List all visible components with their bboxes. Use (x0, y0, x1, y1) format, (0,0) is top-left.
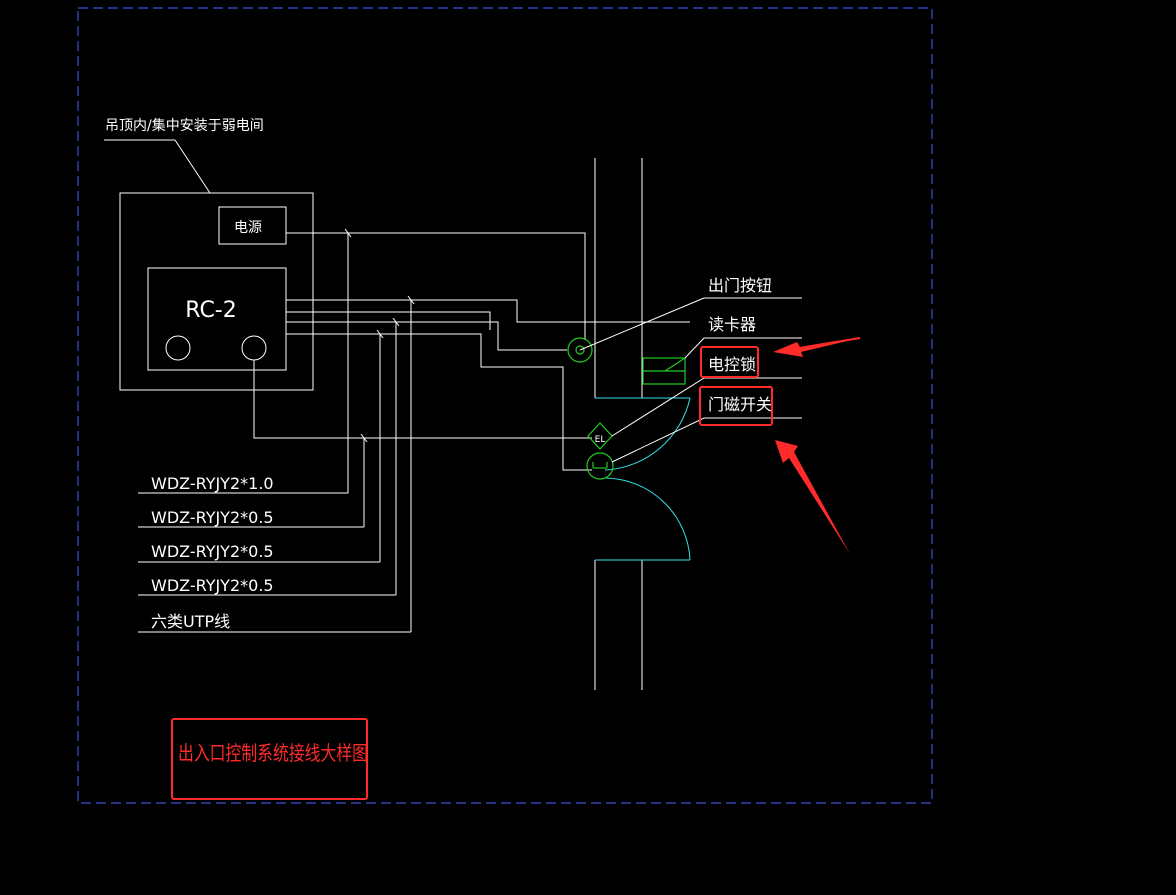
controller-label: RC-2 (185, 298, 237, 323)
wiring-lines (138, 228, 690, 633)
card-reader-symbol (642, 357, 686, 385)
controller-box (147, 267, 287, 371)
cable-label-4: WDZ-RYJY2*0.5 (151, 576, 274, 595)
drawing-title: 出入口控制系统接线大样图 (178, 741, 368, 765)
power-box (218, 206, 287, 245)
power-label: 电源 (234, 220, 262, 236)
arrow-to-door-contact (775, 440, 850, 554)
cable-label-2: WDZ-RYJY2*0.5 (151, 508, 274, 527)
install-note-leader (104, 139, 211, 194)
exit-button-label: 出门按钮 (708, 276, 772, 295)
door-swing (595, 397, 691, 561)
install-note: 吊顶内/集中安装于弱电间 (105, 117, 264, 134)
control-box (119, 192, 314, 391)
door-contact-label: 门磁开关 (708, 395, 772, 414)
exit-button-symbol (567, 337, 593, 363)
cable-label-3: WDZ-RYJY2*0.5 (151, 542, 274, 561)
card-reader-label: 读卡器 (708, 315, 756, 334)
controller-terminal-left (165, 335, 191, 361)
lock-symbol-label: EL (595, 435, 606, 445)
electric-lock-label: 电控锁 (708, 355, 756, 374)
drawing-frame (77, 7, 933, 804)
door-contact-highlight (699, 386, 773, 426)
cable-label-5: 六类UTP线 (151, 612, 230, 631)
door-contact-symbol (586, 452, 614, 480)
electric-lock-highlight (700, 346, 759, 378)
electric-lock-symbol (587, 422, 613, 450)
title-highlight (171, 718, 368, 800)
cable-label-1: WDZ-RYJY2*1.0 (151, 474, 274, 493)
wall-lines (594, 158, 643, 690)
arrow-to-electric-lock (773, 337, 861, 357)
